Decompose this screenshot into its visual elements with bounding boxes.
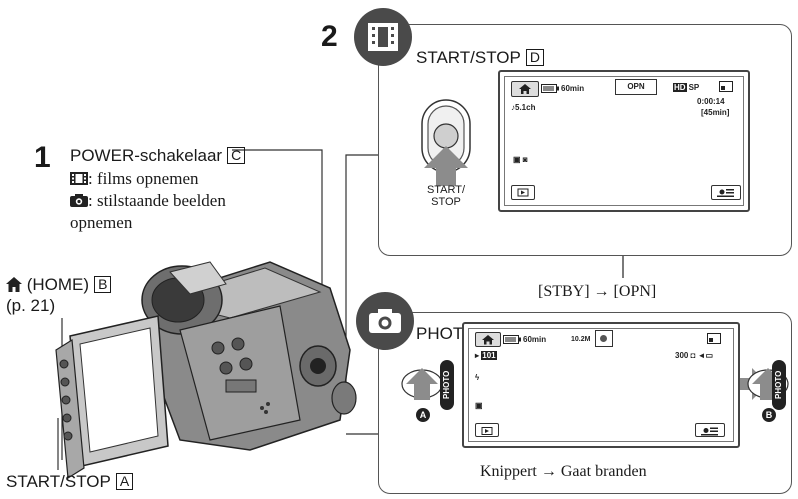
- start-stop-label-2: STOP: [431, 196, 461, 208]
- step2-number: 2: [321, 20, 338, 53]
- movie-remaining: 60min: [561, 84, 585, 93]
- start-stop-bottom-text: START/STOP: [6, 472, 111, 491]
- focus-dot-icon: [600, 335, 607, 342]
- battery-icon: [541, 84, 559, 93]
- movie-mode-badge: [354, 8, 412, 66]
- camera-icon: [70, 194, 88, 207]
- movie-mode-text: : films opnemen: [88, 169, 199, 188]
- start-stop-button-illustration: [421, 99, 471, 186]
- stby-opn-transition: [STBY] → [OPN]: [538, 283, 657, 300]
- photo-mode-badge: [356, 292, 414, 350]
- battery-icon: [503, 335, 521, 344]
- start-stop-bottom-key: A: [115, 473, 134, 490]
- photo-count: 300: [675, 351, 689, 360]
- blink-caption: Knippert → Gaat branden: [480, 463, 647, 480]
- step-b-marker: B: [762, 408, 776, 422]
- step1-number: 1: [34, 141, 51, 174]
- power-switch-key: C: [227, 147, 246, 164]
- option-icon: [701, 427, 718, 436]
- movie-option-button[interactable]: [711, 185, 741, 200]
- photo-option-button[interactable]: [695, 423, 725, 437]
- camera-icon: [369, 309, 401, 333]
- home-icon: [6, 277, 22, 292]
- photo-remaining: 60min: [523, 335, 547, 344]
- audio-mode-text: 5.1ch: [515, 103, 536, 112]
- audio-mode: ♪5.1ch: [511, 103, 536, 112]
- home-icon: [519, 84, 531, 94]
- photo-title-text: PHOTO: [416, 324, 477, 343]
- image-size: 10.2M: [571, 336, 591, 343]
- quality-mode: SP: [688, 83, 700, 92]
- photo-button-half-press: [401, 368, 443, 400]
- camcorder-illustration: [55, 261, 357, 480]
- film-icon: [368, 23, 398, 51]
- photo-lcd-inner: 60min 10.2M 300 ◘ ◄▭ ▸ 101 ϟ ▣: [468, 328, 734, 442]
- memory-card-icon: [707, 333, 721, 344]
- home-icon: [482, 335, 494, 345]
- photo-lcd-screen: 60min 10.2M 300 ◘ ◄▭ ▸ 101 ϟ ▣: [462, 322, 740, 448]
- start-stop-button-label: START/ STOP: [420, 184, 472, 208]
- step-a-marker: A: [416, 408, 430, 422]
- memory-card-icon: [719, 81, 733, 92]
- recording-time: 0:00:14: [697, 97, 725, 106]
- photo-mode-line: : stilstaande beelden: [70, 190, 226, 211]
- home-label: (HOME)B: [6, 275, 112, 295]
- home-key: B: [94, 276, 112, 293]
- power-switch-title: POWER-schakelaar: [70, 146, 223, 165]
- recording-status: OPN: [615, 79, 657, 95]
- option-icon: [717, 189, 734, 197]
- home-page-ref: (p. 21): [6, 296, 56, 315]
- photo-button-label-b: PHOTO: [772, 360, 786, 410]
- play-icon: [517, 188, 529, 197]
- photo-mode-text-2: opnemen: [70, 213, 133, 232]
- step2-title-key: D: [525, 49, 544, 66]
- face-detect-icon: ▣: [475, 401, 483, 410]
- recording-time-left: [45min]: [701, 108, 730, 117]
- photo-button-label-a: PHOTO: [440, 360, 454, 410]
- photo-count-line: 300 ◘ ◄▭: [675, 351, 714, 360]
- focus-indicator: [595, 330, 613, 347]
- folder-line: ▸ 101: [475, 351, 497, 360]
- face-detect-icon: ▣ ◙: [513, 155, 528, 164]
- start-stop-line: [345, 154, 378, 398]
- movie-home-button[interactable]: [511, 81, 539, 97]
- step2-title-text: START/STOP: [416, 48, 521, 67]
- movie-mode-icon: [70, 172, 88, 185]
- home-text: (HOME): [26, 275, 90, 294]
- play-icon: [481, 427, 493, 435]
- movie-mode-line: : films opnemen: [70, 168, 198, 189]
- flash-icon: ϟ: [475, 373, 480, 382]
- photo-mode-text: : stilstaande beelden: [88, 191, 226, 210]
- photo-home-button[interactable]: [475, 332, 501, 347]
- photo-playback-button[interactable]: [475, 423, 499, 437]
- folder-number: 101: [481, 351, 497, 360]
- movie-playback-button[interactable]: [511, 185, 535, 200]
- start-stop-label-1: START/: [426, 184, 466, 196]
